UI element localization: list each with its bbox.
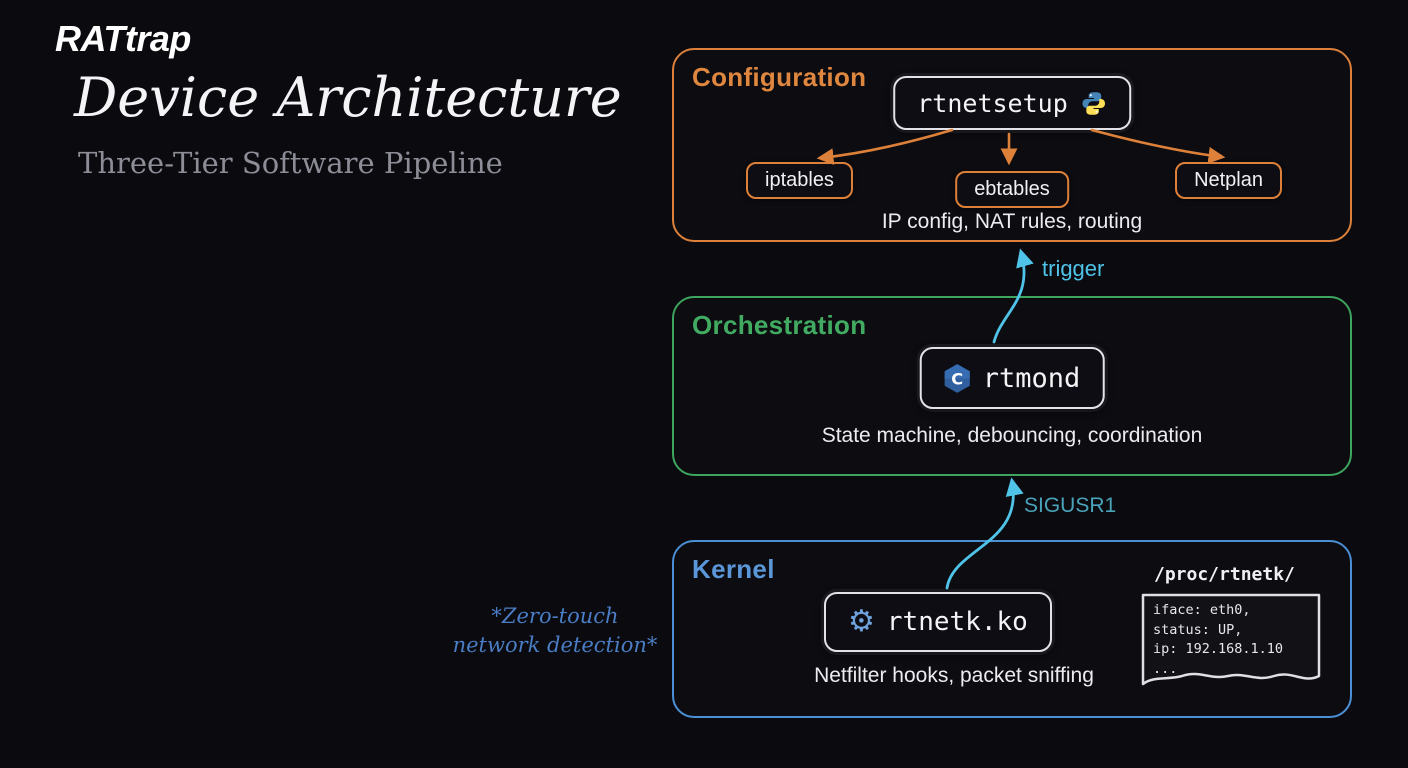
proc-file-document: iface: eth0, status: UP, ip: 192.168.1.1… — [1140, 592, 1322, 696]
configuration-tier-label: Configuration — [692, 62, 867, 92]
kernel-caption: Netfilter hooks, packet sniffing — [814, 664, 1094, 687]
rtnetsetup-node-label: rtnetsetup — [917, 88, 1068, 118]
proc-line: ... — [1153, 660, 1178, 677]
proc-line: iface: eth0, — [1153, 602, 1251, 618]
rtmond-node: C rtmond — [919, 347, 1105, 409]
proc-file-contents: iface: eth0, status: UP, ip: 192.168.1.1… — [1153, 601, 1283, 679]
brand-logo-rest: trap — [124, 18, 192, 59]
kernel-tier-label: Kernel — [692, 554, 775, 584]
orchestration-tier-label: Orchestration — [692, 310, 867, 340]
rtnetk-node: ⚙ rtnetk.ko — [824, 592, 1052, 652]
orchestration-tier-box: Orchestration C rtmond State machine, de… — [672, 296, 1352, 476]
document-outline-icon — [1141, 593, 1321, 686]
c-icon: C — [944, 363, 971, 394]
configuration-tier-box: Configuration rtnetsetup iptables ebtabl… — [672, 48, 1352, 242]
proc-line: status: UP, — [1153, 621, 1243, 638]
proc-path-label: /proc/rtnetk/ — [1154, 564, 1295, 585]
iptables-node: iptables — [746, 162, 853, 199]
brand-logo-strong: RAT — [55, 18, 125, 59]
rtnetsetup-node: rtnetsetup — [893, 76, 1131, 130]
svg-text:C: C — [951, 369, 963, 388]
rtnetk-node-label: rtnetk.ko — [886, 607, 1028, 637]
python-icon — [1080, 90, 1107, 117]
kernel-tier-box: Kernel ⚙ rtnetk.ko Netfilter hooks, pack… — [672, 540, 1352, 718]
annotation-line-1: *Zero-touch — [491, 604, 619, 628]
orchestration-caption: State machine, debouncing, coordination — [821, 424, 1203, 447]
proc-line: ip: 192.168.1.10 — [1153, 641, 1284, 658]
configuration-caption: IP config, NAT rules, routing — [881, 210, 1143, 233]
brand-logo: RATtrap — [55, 18, 191, 60]
sigusr1-arrow-label: SIGUSR1 — [1024, 494, 1117, 517]
rtmond-node-label: rtmond — [982, 362, 1081, 394]
annotation-line-2: network detection* — [452, 633, 658, 658]
page-subtitle: Three-Tier Software Pipeline — [78, 146, 503, 180]
zero-touch-annotation: *Zero-touch network detection* — [438, 602, 672, 661]
page-title: Device Architecture — [74, 66, 622, 129]
ebtables-node: ebtables — [955, 171, 1069, 208]
netplan-node: Netplan — [1175, 162, 1282, 199]
gear-icon: ⚙ — [848, 604, 875, 639]
trigger-arrow-label: trigger — [1042, 256, 1105, 281]
